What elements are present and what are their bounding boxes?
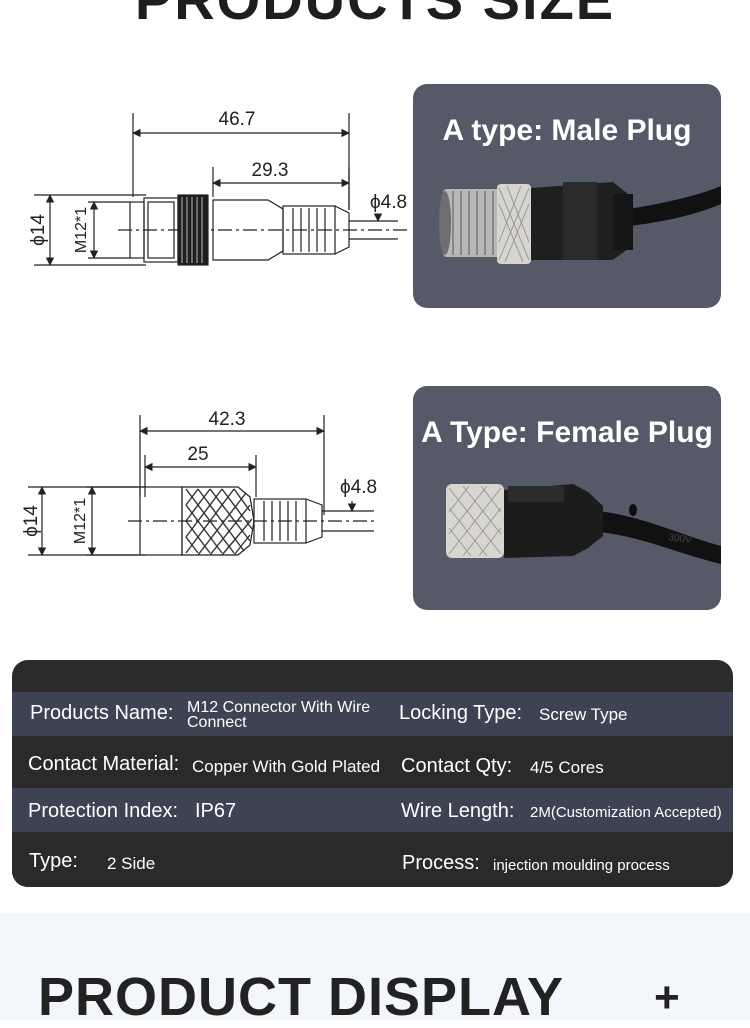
female-plug-card: 300V A Type: Female Plug xyxy=(413,386,721,610)
female-overall-length: 42.3 xyxy=(209,409,246,430)
male-plug-card: A type: Male Plug xyxy=(413,84,721,308)
male-plug-photo xyxy=(439,182,721,264)
contact-qty-value: 4/5 Cores xyxy=(530,758,604,777)
contact-material-value: Copper With Gold Plated xyxy=(192,757,381,776)
female-plug-drawing: 42.3 25 ϕ4.8 ϕ14 M12*1 xyxy=(21,409,378,556)
protection-index-value: IP67 xyxy=(195,800,237,822)
spec-row-4: Type: 2 Side Process: injection moulding… xyxy=(12,832,733,887)
spec-row-3: Protection Index: IP67 Wire Length: 2M(C… xyxy=(12,788,733,832)
process-value: injection moulding process xyxy=(493,857,670,874)
male-outer-diameter: ϕ14 xyxy=(28,214,49,246)
male-thread: M12*1 xyxy=(73,207,90,253)
male-body-length: 29.3 xyxy=(252,160,289,181)
contact-qty-label: Contact Qty: xyxy=(401,755,513,777)
wire-length-label: Wire Length: xyxy=(401,800,515,822)
locking-type-value: Screw Type xyxy=(539,705,628,724)
male-cable-diameter: ϕ4.8 xyxy=(370,192,407,213)
spec-row-1: Products Name: M12 Connector With Wire C… xyxy=(12,692,733,736)
cable-print-text: 300V xyxy=(668,532,693,546)
female-plug-photo: 300V xyxy=(446,484,721,564)
process-label: Process: xyxy=(402,852,480,874)
female-thread: M12*1 xyxy=(72,498,89,544)
contact-material-label: Contact Material: xyxy=(28,753,180,775)
product-display-heading: PRODUCT DISPLAY xyxy=(38,967,565,1027)
locking-type-label: Locking Type: xyxy=(399,702,523,724)
products-name-value: M12 Connector With Wire Connect xyxy=(187,699,371,731)
female-cable-diameter: ϕ4.8 xyxy=(340,477,377,498)
protection-index-label: Protection Index: xyxy=(28,800,179,822)
products-size-heading: PRODUCTS SIZE xyxy=(0,0,750,30)
products-name-label: Products Name: xyxy=(30,702,174,724)
type-value: 2 Side xyxy=(107,854,156,873)
male-plug-drawing: 46.7 29.3 ϕ4.8 ϕ14 M12*1 xyxy=(28,109,408,266)
female-plug-title: A Type: Female Plug xyxy=(421,416,713,449)
male-plug-title: A type: Male Plug xyxy=(442,114,692,147)
expand-plus-icon[interactable]: + xyxy=(654,973,680,1022)
female-outer-diameter: ϕ14 xyxy=(21,505,42,537)
wire-length-value: 2M(Customization Accepted) xyxy=(530,804,722,821)
product-display-band xyxy=(0,913,750,1020)
female-body-length: 25 xyxy=(187,444,208,465)
male-overall-length: 46.7 xyxy=(219,109,256,130)
type-label: Type: xyxy=(29,850,78,872)
spec-row-2: Contact Material: Copper With Gold Plate… xyxy=(12,736,733,788)
spec-table: Products Name: M12 Connector With Wire C… xyxy=(12,660,733,887)
